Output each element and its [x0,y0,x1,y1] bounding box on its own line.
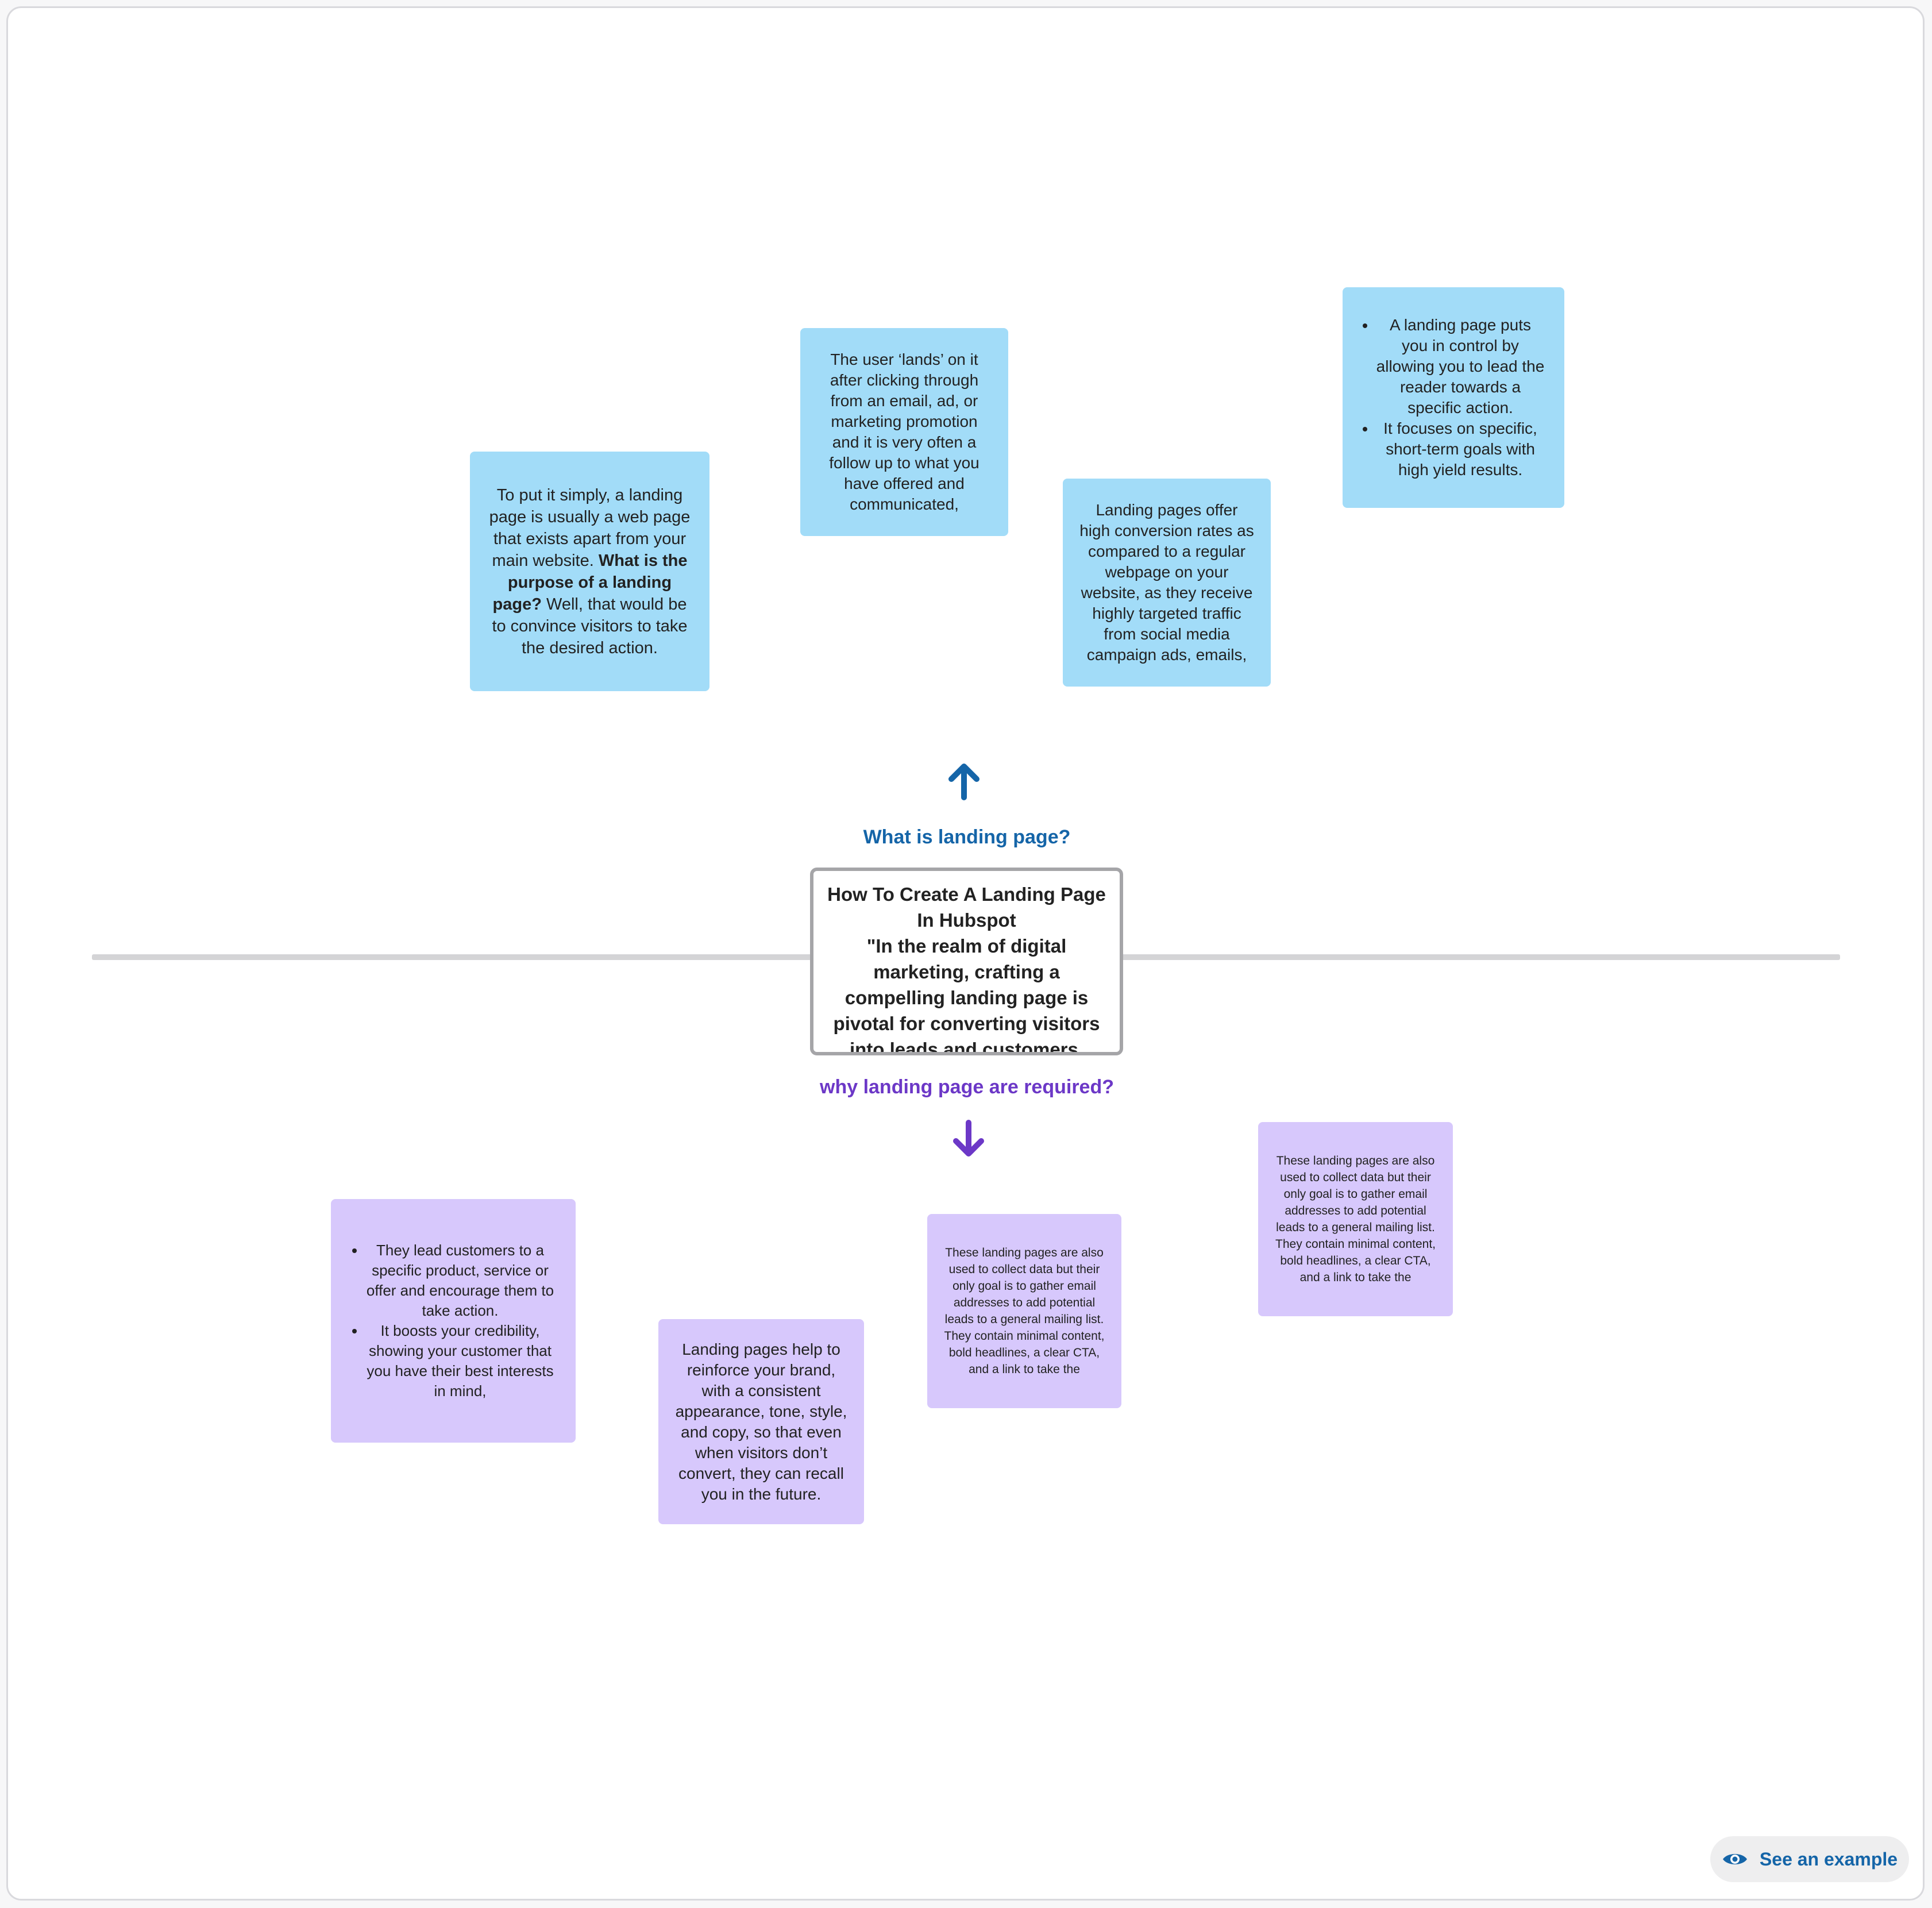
list-item: A landing page puts you in control by al… [1376,315,1545,418]
sticky-note-blue-2[interactable]: The user ‘lands’ on it after clicking th… [800,328,1008,536]
sticky-note-purple-2[interactable]: Landing pages help to reinforce your bra… [658,1319,864,1524]
list-item: It focuses on specific, short-term goals… [1376,418,1545,480]
see-example-label: See an example [1759,1848,1898,1870]
central-topic-title: How To Create A Landing Page In Hubspot [827,884,1106,931]
note-text: These landing pages are also used to col… [1275,1154,1436,1284]
sticky-note-purple-1[interactable]: They lead customers to a specific produc… [331,1199,576,1443]
note-bullet-list: They lead customers to a specific produc… [352,1240,555,1401]
arrow-up-icon [948,764,980,800]
eye-icon [1722,1854,1747,1864]
branch-label-why-required[interactable]: why landing page are required? [820,1076,1114,1098]
central-topic-node[interactable]: How To Create A Landing Page In Hubspot … [810,868,1123,1055]
note-text: These landing pages are also used to col… [944,1246,1105,1376]
list-item: They lead customers to a specific produc… [365,1240,555,1321]
sticky-note-purple-4[interactable]: These landing pages are also used to col… [1258,1122,1453,1316]
list-item: It boosts your credibility, showing your… [365,1321,555,1401]
note-text: To put it simply, a landing page is usua… [489,485,691,657]
note-text: The user ‘lands’ on it after clicking th… [829,350,980,513]
sticky-note-blue-1[interactable]: To put it simply, a landing page is usua… [470,452,709,691]
arrow-down-icon [953,1120,984,1157]
central-topic-text: "In the realm of digital marketing, craf… [833,935,1100,1055]
branch-label-what-is[interactable]: What is landing page? [863,826,1071,848]
see-example-button[interactable]: See an example [1710,1836,1909,1882]
sticky-note-blue-3[interactable]: Landing pages offer high conversion rate… [1063,479,1271,687]
sticky-note-blue-4[interactable]: A landing page puts you in control by al… [1343,287,1564,508]
note-text: Landing pages help to reinforce your bra… [675,1340,847,1503]
sticky-note-purple-3[interactable]: These landing pages are also used to col… [927,1214,1121,1408]
note-text: Landing pages offer high conversion rate… [1079,501,1254,664]
note-bullet-list: A landing page puts you in control by al… [1362,315,1545,480]
